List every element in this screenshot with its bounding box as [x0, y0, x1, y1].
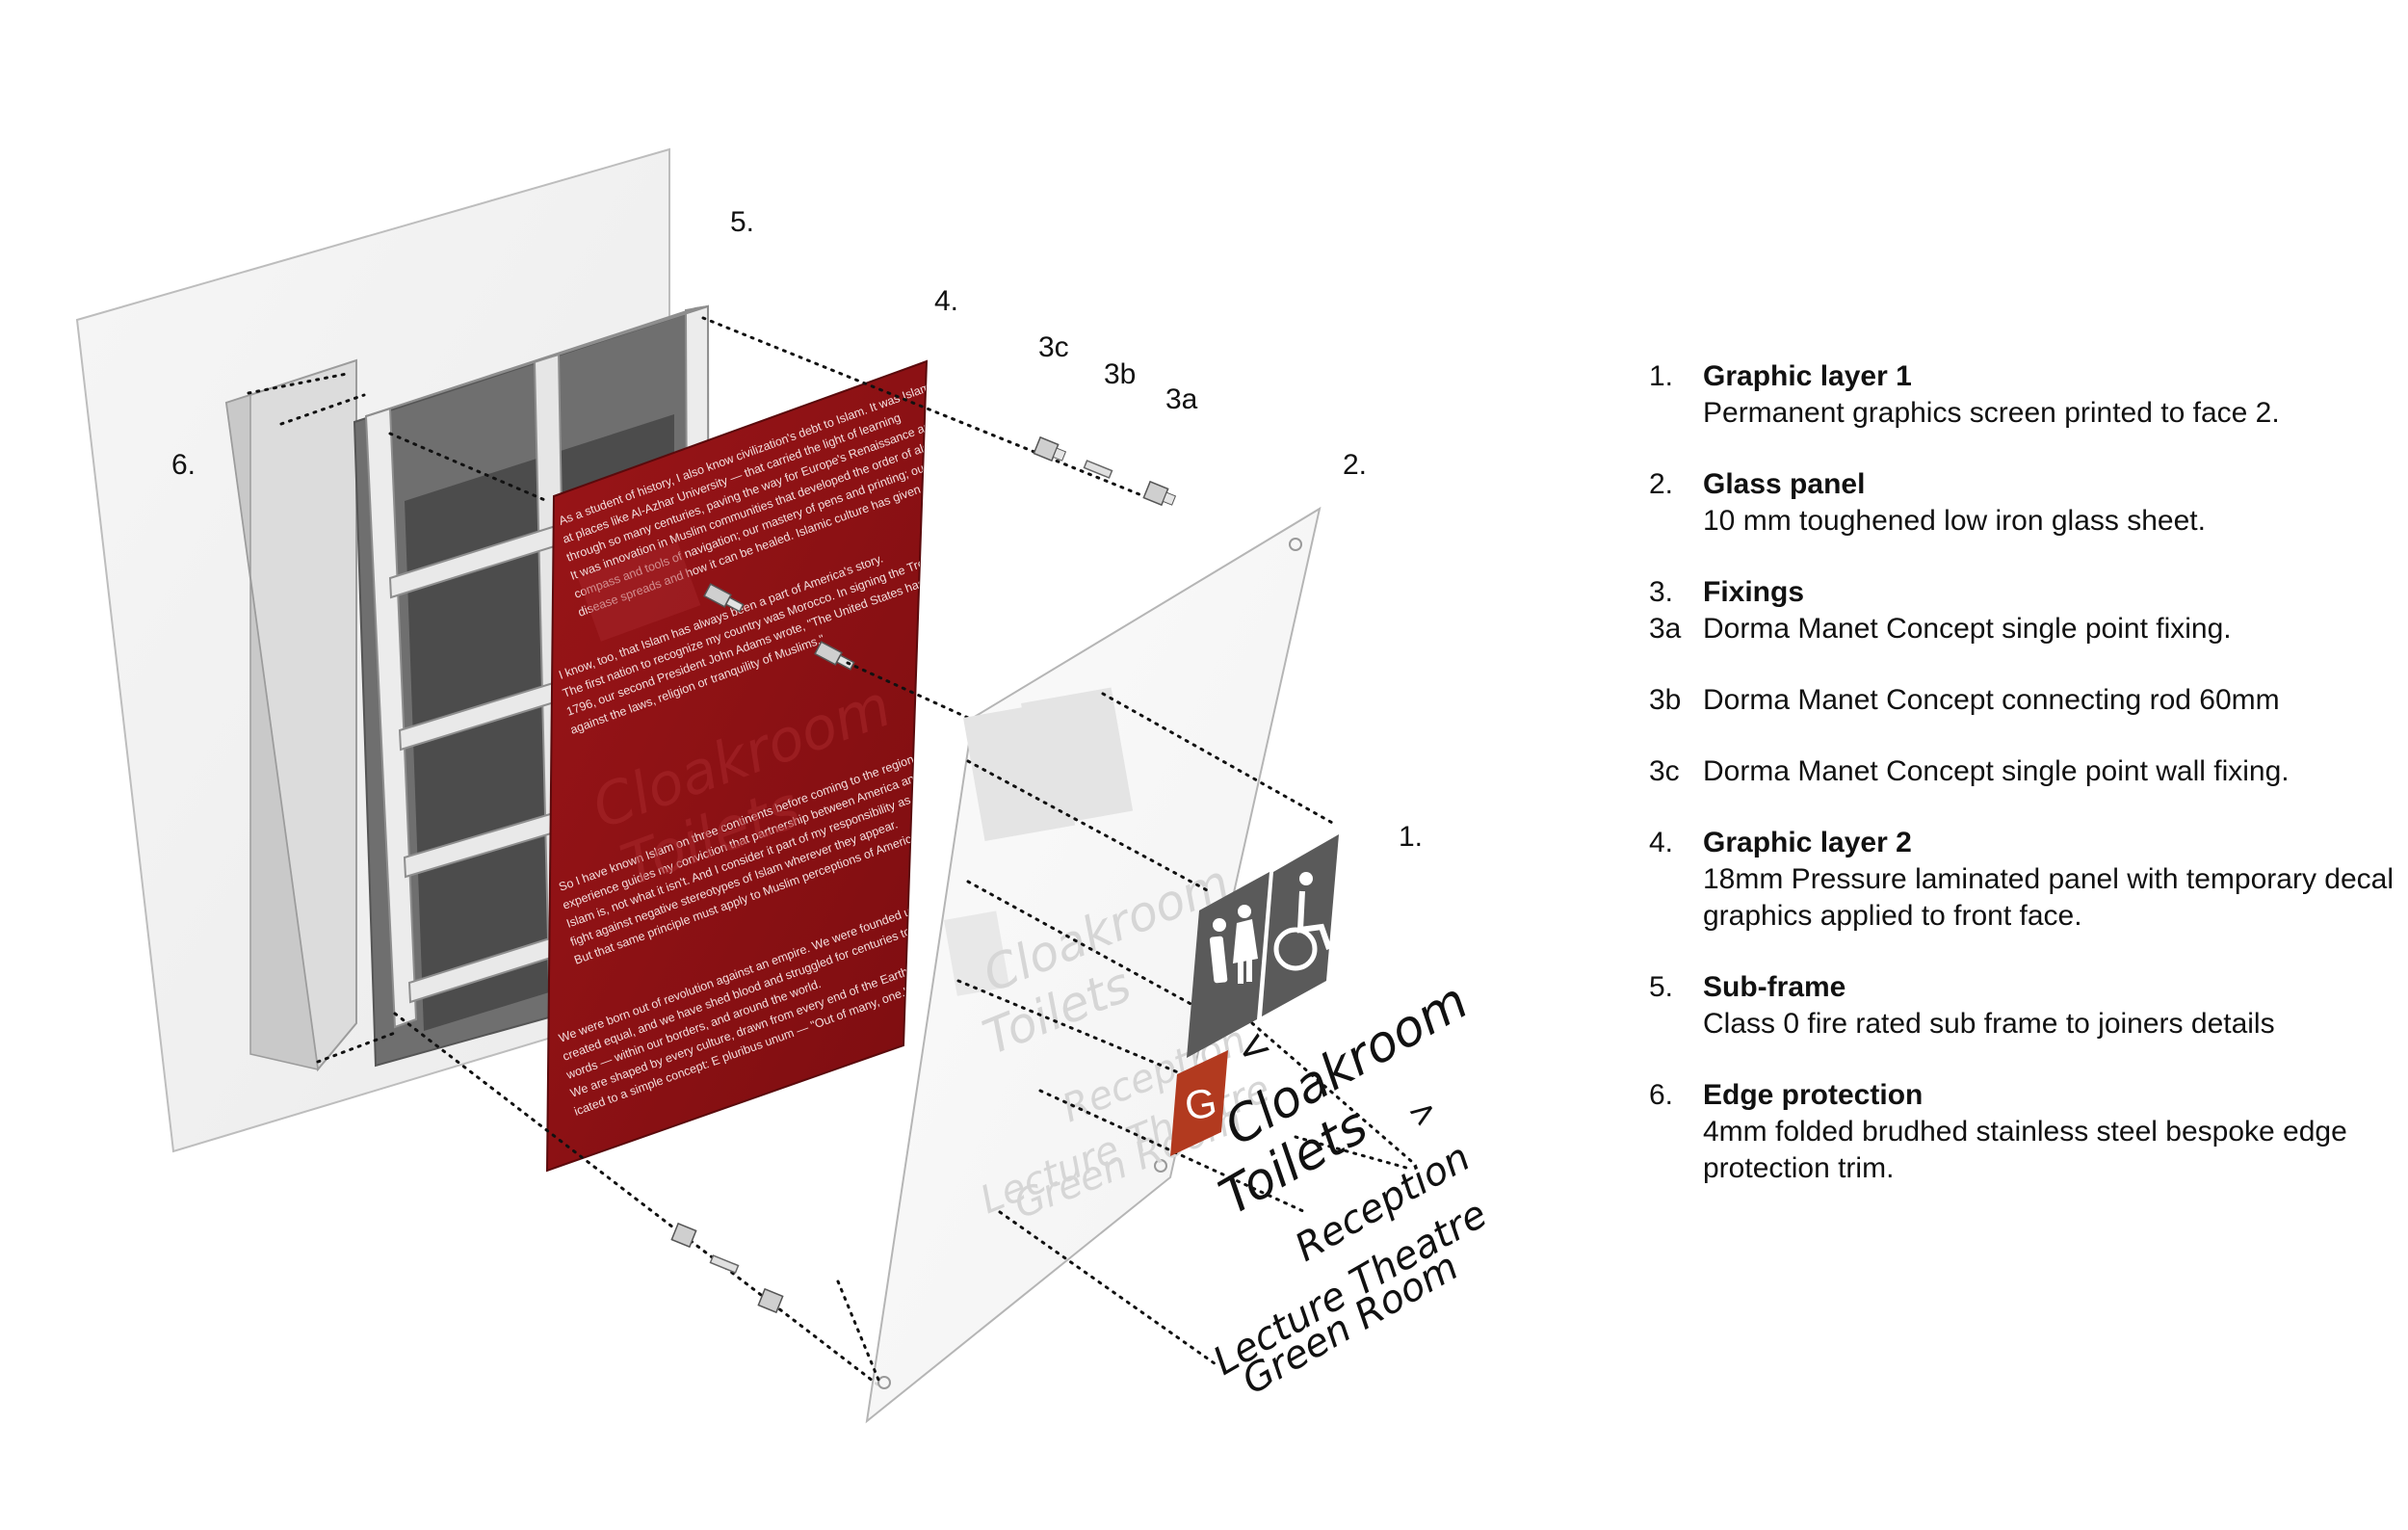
legend-description: protection trim. [1703, 1152, 1895, 1184]
legend-number: 3. [1649, 576, 1674, 608]
legend-description: Class 0 fire rated sub frame to joiners … [1703, 1008, 2275, 1040]
legend-item: 3c Dorma Manet Concept single point wall … [1649, 753, 2400, 790]
legend-item: 3. Fixings [1649, 574, 2400, 611]
legend-description: 18mm Pressure laminated panel with tempo… [1703, 863, 2394, 895]
fixings-exploded-bottom [670, 1222, 784, 1314]
legend-number: 5. [1649, 971, 1674, 1003]
component-legend: 1. Graphic layer 1 Permanent graphics scre… [1649, 358, 2400, 1187]
leader-frame-c [316, 1031, 397, 1064]
legend-description: 10 mm toughened low iron glass sheet. [1703, 505, 2206, 537]
leader-1e [1038, 1089, 1307, 1214]
leader-1c [966, 880, 1216, 1018]
legend-number: 6. [1649, 1079, 1674, 1111]
accessible-toilet-pictogram [1262, 834, 1339, 1016]
leader-frame-a [388, 432, 549, 503]
leader-1g [1250, 1021, 1413, 1163]
callout-3b: 3b [1104, 358, 1136, 390]
legend-description: Dorma Manet Concept single point wall fi… [1703, 755, 2290, 787]
toilets-pictogram [1187, 872, 1269, 1058]
callout-2: 2. [1343, 449, 1367, 481]
arrow-right: > [1400, 1089, 1445, 1136]
legend-title: Graphic layer 1 [1703, 360, 1912, 392]
graphic-layer-1: G < Cloakroom Toilets > Reception Lectur… [1170, 834, 1495, 1404]
legend-number: 3b [1649, 684, 1682, 716]
callout-6: 6. [171, 449, 196, 481]
legend-item: 6. Edge protection 4mm folded brudhed stai… [1649, 1077, 2400, 1187]
callout-4: 4. [934, 285, 958, 317]
level-badge: G [1170, 1050, 1228, 1156]
legend-item: 2. Glass panel 10 mm toughened low iron gl… [1649, 466, 2400, 540]
level-badge-label: G [1181, 1079, 1219, 1129]
leader-1f [998, 1210, 1220, 1368]
legend-number: 3a [1649, 613, 1682, 645]
legend-item: 4. Graphic layer 2 18mm Pressure laminated… [1649, 825, 2400, 935]
legend-item: 1. Graphic layer 1 Permanent graphics scre… [1649, 358, 2400, 432]
leader-5-top [701, 316, 1153, 501]
legend-title: Sub-frame [1703, 971, 1846, 1003]
leader-1b [966, 759, 1211, 893]
leader-5-bottom [393, 1012, 883, 1389]
legend-description: 4mm folded brudhed stainless steel bespo… [1703, 1116, 2347, 1148]
legend-number: 2. [1649, 468, 1674, 500]
legend-description: Dorma Manet Concept single point fixing. [1703, 613, 2232, 645]
legend-item: 3b Dorma Manet Concept connecting rod 60m… [1649, 682, 2400, 719]
legend-description: graphics applied to front face. [1703, 900, 2082, 932]
leader-glass-bottom [836, 1279, 880, 1382]
legend-number: 4. [1649, 827, 1674, 858]
legend-title: Glass panel [1703, 468, 1866, 500]
callout-3c: 3c [1038, 331, 1069, 363]
legend-number: 1. [1649, 360, 1674, 392]
fixings-exploded-top [1033, 435, 1177, 507]
fixings-on-panel [703, 583, 855, 671]
legend-description: Permanent graphics screen printed to fac… [1703, 397, 2280, 429]
leader-1h [1294, 1135, 1408, 1170]
callout-5: 5. [730, 206, 754, 238]
legend-title: Fixings [1703, 576, 1805, 608]
graphic-layer-2-panel: As a student of history, I also know civ… [545, 359, 929, 1173]
leader-1d [956, 979, 1191, 1079]
legend-title: Edge protection [1703, 1079, 1924, 1111]
edge-protection-trim [224, 358, 357, 1072]
leader-6b [279, 393, 366, 426]
callout-3a: 3a [1165, 383, 1198, 415]
legend-number: 3c [1649, 755, 1680, 787]
legend-title: Graphic layer 2 [1703, 827, 1912, 858]
legend-description: Dorma Manet Concept connecting rod 60mm [1703, 684, 2280, 716]
leader-6 [247, 372, 349, 395]
callout-1: 1. [1399, 821, 1423, 853]
leader-1a [1101, 692, 1336, 826]
legend-item: 3a Dorma Manet Concept single point fixin… [1649, 611, 2400, 647]
